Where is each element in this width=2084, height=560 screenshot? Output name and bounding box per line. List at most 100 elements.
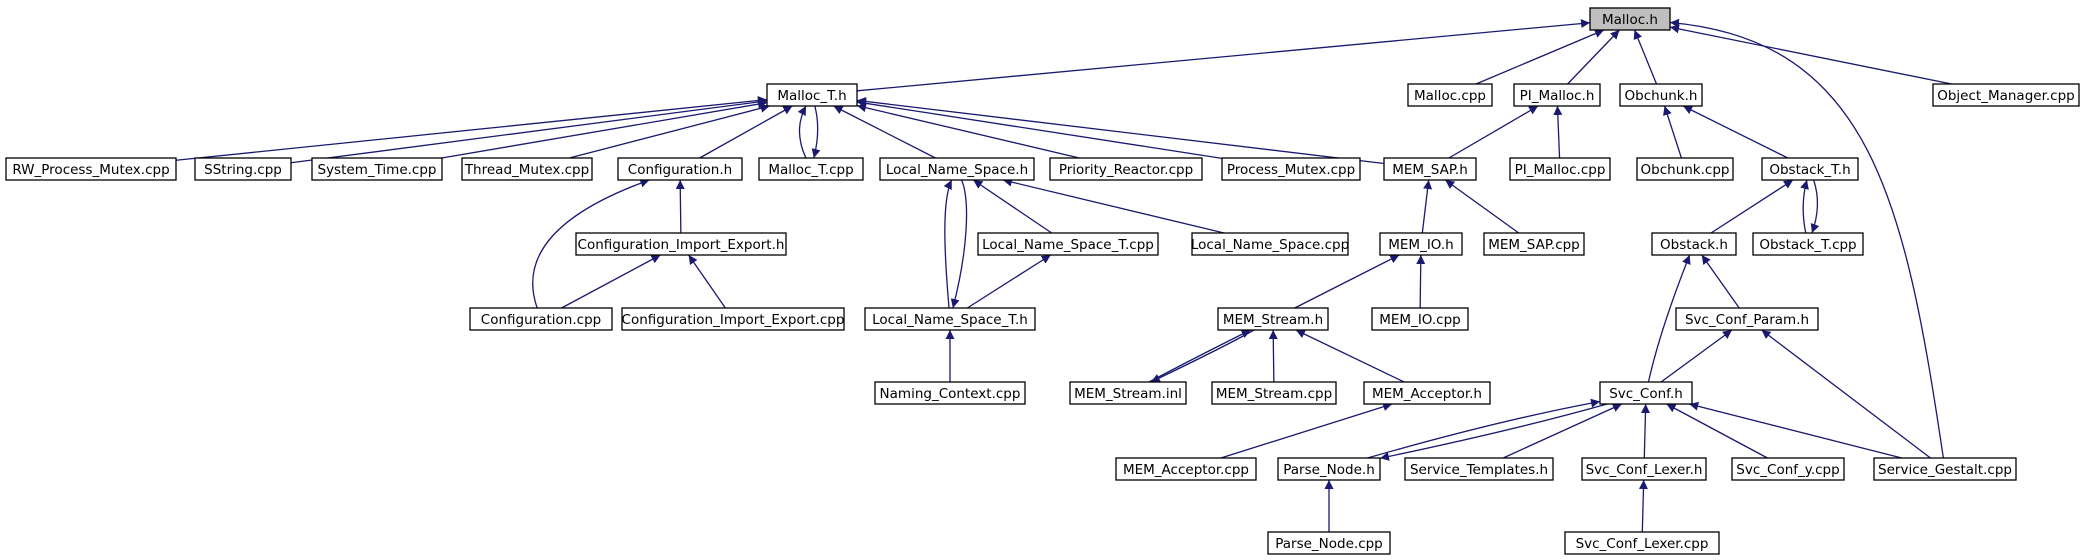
node-local_name_space_t_cpp[interactable]: Local_Name_Space_T.cpp [977,232,1159,256]
node-obchunk_cpp[interactable]: Obchunk.cpp [1636,157,1734,181]
node-mem_io_h[interactable]: MEM_IO.h [1379,232,1463,256]
node-mem_acceptor_cpp[interactable]: MEM_Acceptor.cpp [1115,457,1257,481]
node-svc_conf_y_cpp[interactable]: Svc_Conf_y.cpp [1731,457,1845,481]
node-label: Local_Name_Space_T.cpp [982,237,1154,253]
node-obstack_t_h[interactable]: Obstack_T.h [1761,157,1859,181]
node-box [1363,381,1491,405]
edge-local_name_space_cpp-to-local_name_space_h [1002,177,1225,234]
node-box [1873,457,2017,481]
node-pi_malloc_h[interactable]: PI_Malloc.h [1513,83,1601,107]
node-label: System_Time.cpp [318,162,437,178]
node-mem_sap_h[interactable]: MEM_SAP.h [1383,157,1477,181]
edge-svc_conf_h-to-parse_node_h [1379,403,1608,461]
node-box [1619,83,1703,107]
node-local_name_space_t_h[interactable]: Local_Name_Space_T.h [864,307,1036,331]
node-svc_conf_param_h[interactable]: Svc_Conf_Param.h [1675,307,1819,331]
edge-malloc_t_h-to-malloc_h [856,19,1591,92]
node-obstack_h[interactable]: Obstack.h [1651,232,1737,256]
node-box [1675,307,1819,331]
edge-mem_sap_cpp-to-mem_sap_h [1444,179,1520,234]
node-malloc_cpp[interactable]: Malloc.cpp [1407,83,1493,107]
edge-malloc_t_h-to-malloc_t_cpp [811,105,821,159]
node-parse_node_h[interactable]: Parse_Node.h [1277,457,1381,481]
edge-obstack_t_h-to-obchunk_h [1682,105,1789,159]
node-box [1267,531,1391,555]
edge-rw_process_mutex_cpp-to-malloc_t_h [175,96,768,161]
node-configuration_cpp[interactable]: Configuration.cpp [469,307,613,331]
edge-svc_conf_h-to-svc_conf_param_h [1660,329,1733,383]
node-box [1513,83,1601,107]
node-box [1379,232,1463,256]
node-label: Svc_Conf_y.cpp [1736,462,1839,478]
node-mem_stream_cpp[interactable]: MEM_Stream.cpp [1211,381,1337,405]
node-box [5,157,177,181]
node-box [1407,83,1493,107]
node-parse_node_cpp[interactable]: Parse_Node.cpp [1267,531,1391,555]
node-sstring_cpp[interactable]: SString.cpp [194,157,292,181]
node-local_name_space_h[interactable]: Local_Name_Space.h [879,157,1035,181]
node-label: Local_Name_Space_T.h [872,312,1028,328]
node-service_templates_h[interactable]: Service_Templates.h [1404,457,1554,481]
edge-local_name_space_t_h-to-local_name_space_h [943,179,953,309]
node-label: Service_Templates.h [1410,462,1548,478]
node-label: Obstack.h [1660,237,1728,253]
node-box [1636,157,1734,181]
node-thread_mutex_cpp[interactable]: Thread_Mutex.cpp [461,157,593,181]
node-label: Malloc_T.h [777,88,846,104]
node-label: Process_Mutex.cpp [1227,162,1355,178]
node-label: Svc_Conf_Param.h [1685,312,1809,328]
node-service_gestalt_cpp[interactable]: Service_Gestalt.cpp [1873,457,2017,481]
node-obchunk_h[interactable]: Obchunk.h [1619,83,1703,107]
edge-malloc_t_cpp-to-malloc_t_h [797,105,807,159]
node-label: Configuration.h [628,162,732,178]
node-system_time_cpp[interactable]: System_Time.cpp [311,157,443,181]
edge-svc_conf_h-to-obstack_h [1647,254,1691,383]
node-mem_stream_h[interactable]: MEM_Stream.h [1217,307,1329,331]
node-malloc_t_h[interactable]: Malloc_T.h [766,83,858,107]
edge-mem_io_cpp-to-mem_io_h [1416,254,1426,309]
node-malloc_h[interactable]: Malloc.h [1589,7,1671,31]
node-box [977,232,1159,256]
edge-priority_reactor_cpp-to-malloc_t_h [856,103,1080,159]
node-rw_process_mutex_cpp[interactable]: RW_Process_Mutex.cpp [5,157,177,181]
node-box [1932,83,2080,107]
node-process_mutex_cpp[interactable]: Process_Mutex.cpp [1221,157,1361,181]
node-label: MEM_Stream.h [1223,312,1323,328]
node-svc_conf_lexer_cpp[interactable]: Svc_Conf_Lexer.cpp [1564,531,1720,555]
node-box [311,157,443,181]
edge-configuration_h-to-malloc_t_h [699,105,793,159]
node-label: Parse_Node.h [1283,462,1375,478]
node-box [758,157,864,181]
node-pi_malloc_cpp[interactable]: PI_Malloc.cpp [1509,157,1611,181]
node-mem_sap_cpp[interactable]: MEM_SAP.cpp [1483,232,1585,256]
node-svc_conf_lexer_h[interactable]: Svc_Conf_Lexer.h [1581,457,1707,481]
node-box [621,307,845,331]
node-local_name_space_cpp[interactable]: Local_Name_Space.cpp [1191,232,1349,256]
edge-pi_malloc_cpp-to-pi_malloc_h [1553,105,1563,159]
node-object_manager_cpp[interactable]: Object_Manager.cpp [1932,83,2080,107]
edge-configuration_import_export_h-to-configuration_h [675,179,685,234]
node-box [1589,7,1671,31]
node-box [1221,157,1361,181]
edge-obstack_h-to-obstack_t_h [1710,179,1794,234]
node-box [1069,381,1187,405]
node-naming_context_cpp[interactable]: Naming_Context.cpp [874,381,1026,405]
node-label: Svc_Conf_Lexer.h [1586,462,1703,478]
edge-mem_stream_h-to-mem_stream_inl [1150,329,1255,383]
node-box [1277,457,1381,481]
node-obstack_t_cpp[interactable]: Obstack_T.cpp [1752,232,1864,256]
node-configuration_import_export_cpp[interactable]: Configuration_Import_Export.cpp [621,307,845,331]
edge-layer [175,18,1952,533]
node-configuration_import_export_h[interactable]: Configuration_Import_Export.h [575,232,787,256]
node-configuration_h[interactable]: Configuration.h [617,157,743,181]
node-mem_acceptor_h[interactable]: MEM_Acceptor.h [1363,381,1491,405]
node-mem_stream_inl[interactable]: MEM_Stream.inl [1069,381,1187,405]
node-label: Configuration_Import_Export.cpp [622,312,845,328]
node-svc_conf_h[interactable]: Svc_Conf.h [1599,381,1693,405]
node-malloc_t_cpp[interactable]: Malloc_T.cpp [758,157,864,181]
node-label: MEM_Stream.cpp [1216,386,1332,402]
node-label: Object_Manager.cpp [1937,88,2075,104]
node-priority_reactor_cpp[interactable]: Priority_Reactor.cpp [1049,157,1203,181]
node-mem_io_cpp[interactable]: MEM_IO.cpp [1371,307,1469,331]
edge-local_name_space_h-to-local_name_space_t_h [950,179,968,309]
